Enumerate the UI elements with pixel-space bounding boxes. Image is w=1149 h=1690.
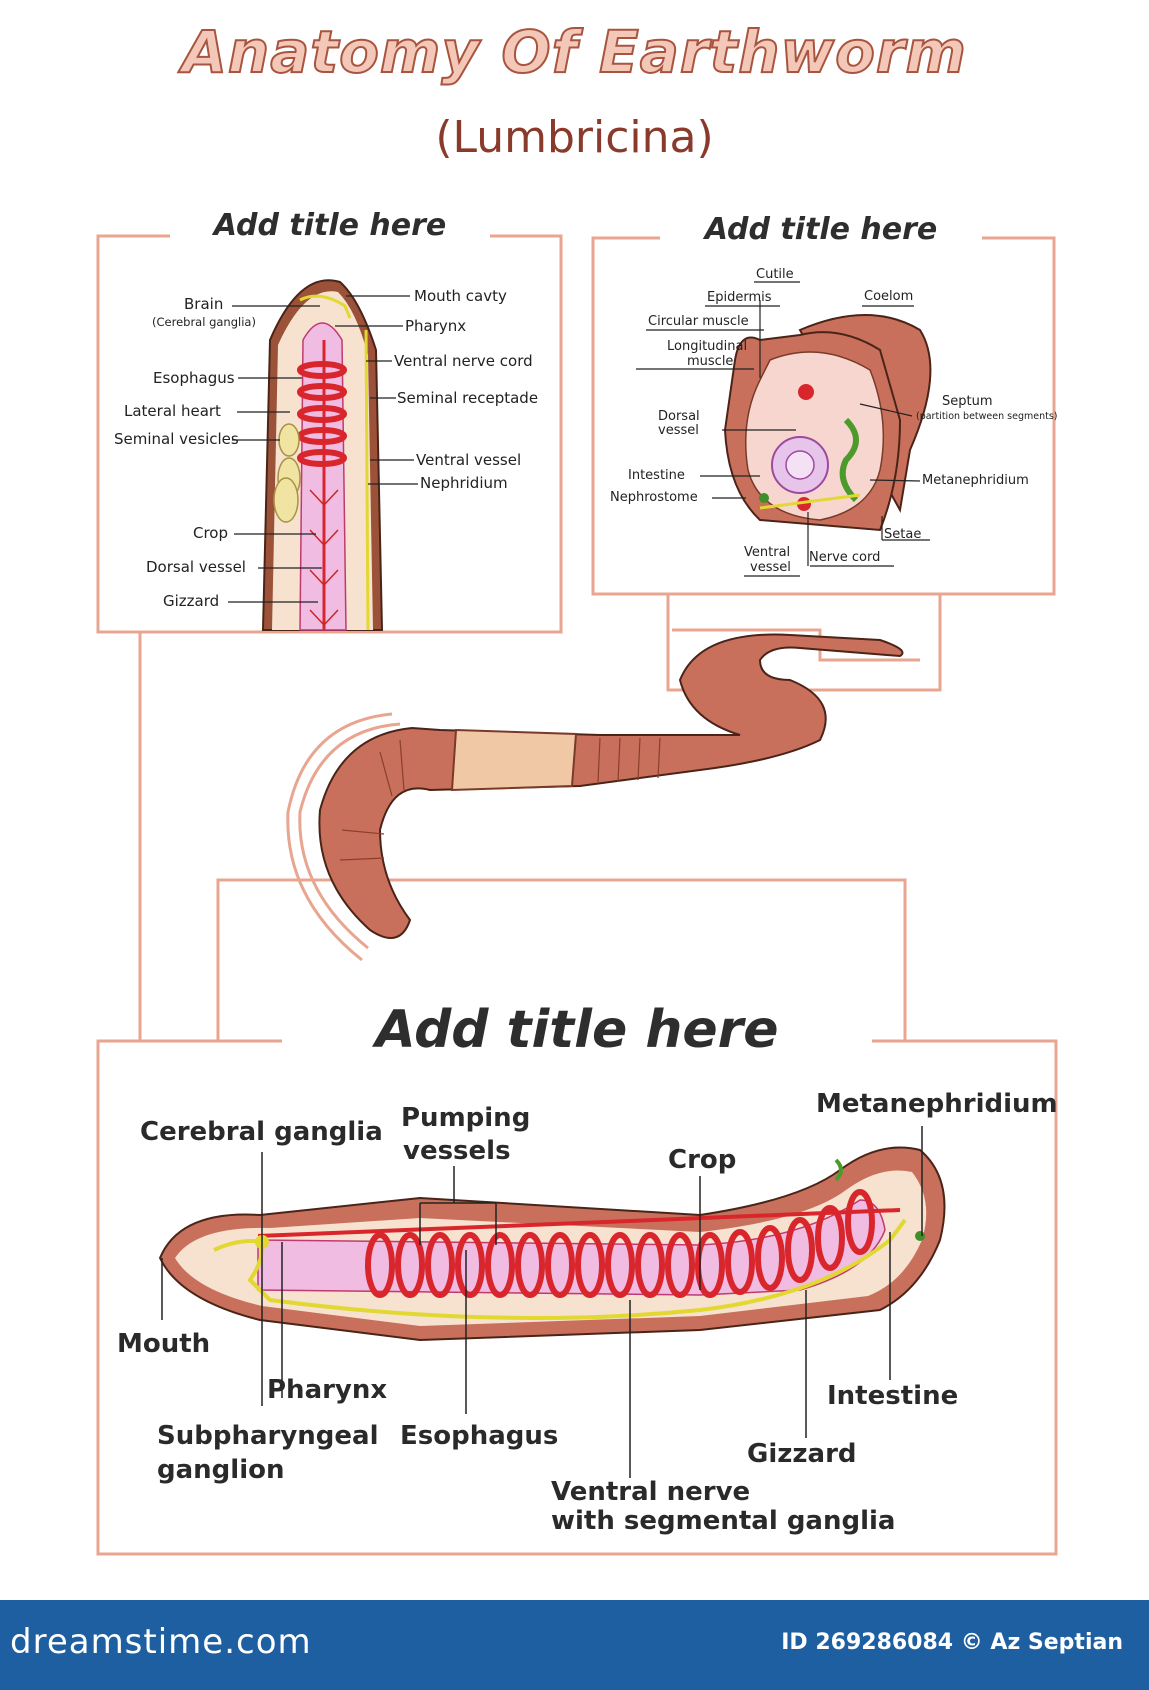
footer-logo[interactable]: dreamstime.com bbox=[10, 1622, 312, 1662]
label-seminal-receptacle: Seminal receptade bbox=[397, 389, 539, 407]
label-mouth-cavity: Mouth cavty bbox=[414, 287, 507, 305]
label-longitudinal-muscle-2: muscle bbox=[687, 354, 734, 369]
panel-title-top-left: Add title here bbox=[213, 208, 447, 243]
label-ventral-nerve-cord: Ventral nerve cord bbox=[394, 352, 533, 370]
longitudinal-section bbox=[228, 279, 418, 631]
label-ventral-vessel-tr-2: vessel bbox=[750, 560, 791, 575]
label-metanephridium-tr: Metanephridium bbox=[922, 473, 1029, 488]
frame-top-right bbox=[591, 236, 1056, 596]
lateral-section bbox=[158, 1126, 946, 1478]
label-esophagus-tl: Esophagus bbox=[153, 369, 235, 387]
label-longitudinal-muscle-1: Longitudinal bbox=[667, 339, 748, 354]
label-gizzard-tl: Gizzard bbox=[163, 592, 220, 610]
label-subpharyngeal-1: Subpharyngeal bbox=[157, 1421, 379, 1451]
label-circular-muscle: Circular muscle bbox=[648, 314, 749, 329]
label-lateral-heart: Lateral heart bbox=[124, 402, 221, 420]
label-crop-b: Crop bbox=[668, 1145, 737, 1175]
label-nephrostome: Nephrostome bbox=[610, 490, 698, 505]
label-esophagus-b: Esophagus bbox=[400, 1421, 559, 1451]
label-ventral-vessel-tr-1: Ventral bbox=[744, 545, 791, 560]
cross-section bbox=[636, 281, 932, 577]
label-ventral-nerve-1: Ventral nerve bbox=[551, 1477, 751, 1507]
label-seminal-vesicles: Seminal vesicles bbox=[114, 430, 239, 448]
label-ventral-vessel-tl: Ventral vessel bbox=[416, 451, 522, 469]
label-mouth: Mouth bbox=[117, 1329, 211, 1359]
label-nerve-cord: Nerve cord bbox=[809, 550, 881, 565]
label-coelom: Coelom bbox=[864, 289, 914, 304]
label-dorsal-vessel-tr-1: Dorsal bbox=[658, 409, 700, 424]
frame-bottom bbox=[96, 1039, 1058, 1556]
panel-title-top-right: Add title here bbox=[704, 212, 938, 247]
footer-credit: ID 269286084 © Az Septian bbox=[781, 1630, 1123, 1655]
label-cutile: Cutile bbox=[756, 267, 794, 282]
label-cerebral-ganglia: Cerebral ganglia bbox=[140, 1117, 383, 1147]
label-nephridium: Nephridium bbox=[420, 474, 508, 492]
subtitle: (Lumbricina) bbox=[435, 112, 714, 163]
label-crop-tl: Crop bbox=[193, 524, 229, 542]
anatomy-illustration bbox=[96, 234, 1058, 1556]
label-intestine-tr: Intestine bbox=[628, 468, 685, 483]
main-title: Anatomy Of Earthworm bbox=[181, 17, 967, 87]
footer-bar: dreamstime.com ID 269286084 © Az Septian bbox=[0, 1600, 1149, 1690]
label-brain: Brain bbox=[184, 295, 224, 313]
label-brain-sub: (Cerebral ganglia) bbox=[152, 315, 256, 329]
label-pharynx-b: Pharynx bbox=[267, 1375, 388, 1405]
label-pharynx-tl: Pharynx bbox=[405, 317, 467, 335]
label-septum-sub: (partition between segments) bbox=[916, 411, 1058, 422]
label-epidermis: Epidermis bbox=[707, 290, 772, 305]
label-septum: Septum bbox=[942, 394, 993, 409]
label-pumping-vessels-1: Pumping bbox=[401, 1103, 531, 1133]
panel-title-bottom: Add title here bbox=[375, 1000, 779, 1060]
label-pumping-vessels-2: vessels bbox=[403, 1136, 511, 1166]
label-ventral-nerve-2: with segmental ganglia bbox=[551, 1506, 896, 1536]
label-subpharyngeal-2: ganglion bbox=[157, 1455, 285, 1485]
label-dorsal-vessel-tl: Dorsal vessel bbox=[146, 558, 246, 576]
whole-earthworm bbox=[286, 633, 904, 962]
label-gizzard-b: Gizzard bbox=[747, 1439, 857, 1469]
label-setae: Setae bbox=[884, 527, 922, 542]
label-dorsal-vessel-tr-2: vessel bbox=[658, 423, 699, 438]
label-intestine-b: Intestine bbox=[827, 1381, 959, 1411]
label-metanephridium-b: Metanephridium bbox=[816, 1089, 1058, 1119]
frame-top-left bbox=[96, 234, 563, 634]
